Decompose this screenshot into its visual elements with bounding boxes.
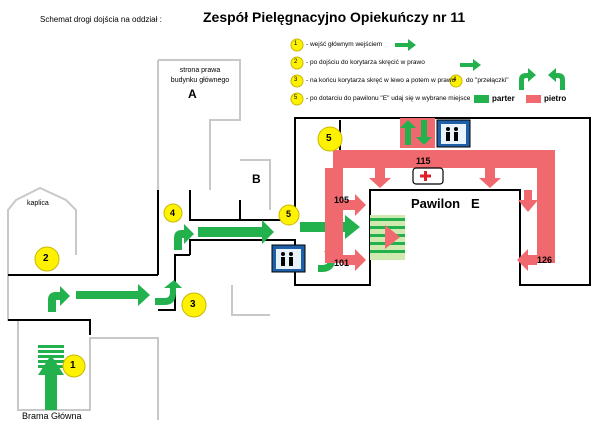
entrance-wall-right [60, 319, 91, 335]
legend-number-4: 4 [453, 77, 457, 83]
legend-arrow-straight-icon [395, 39, 416, 51]
marker-1 [62, 354, 86, 378]
room-105: 105 [334, 195, 350, 205]
arrow-right-101 [343, 249, 366, 271]
nurse-station-icon [412, 167, 444, 185]
legend-marker-5 [290, 92, 304, 106]
legend-number-5: 5 [294, 95, 298, 101]
stairs-area [370, 215, 405, 260]
pietro-route [325, 118, 555, 271]
pavilion-label: Pawilon E [411, 196, 480, 211]
main-building-outline [7, 255, 159, 420]
turn-right-arrow-2 [174, 224, 194, 250]
building-a-note: strona prawa budynku głównego [170, 67, 230, 84]
marker-2 [34, 246, 60, 272]
arrow-right-105 [343, 194, 366, 216]
legend-text-1: - wejść głównym wejściem [306, 41, 383, 48]
legend-marker-4 [449, 74, 463, 88]
legend-text-2: - po dojściu do korytarza skręcić w praw… [306, 59, 425, 66]
room-115: 115 [416, 156, 431, 166]
stairs-arrow [385, 225, 400, 249]
stairs-up-arrow [400, 120, 416, 145]
building-b-label: B [252, 172, 261, 186]
legend-arrow-right2-icon [548, 68, 565, 90]
marker-3-label: 3 [190, 299, 196, 310]
entrance-label: Brama Główna [22, 411, 82, 421]
chapel-outline [7, 186, 77, 255]
room-126: 126 [537, 255, 553, 265]
stairs-down-arrow [416, 120, 432, 145]
legend-graphics [395, 39, 565, 103]
legend-text-5: - po dotarciu do pawilonu "E" udaj się w… [306, 95, 471, 102]
elevator-icon [436, 119, 471, 148]
elevator-icon [271, 244, 306, 273]
legend-markers [290, 38, 463, 106]
arrow-left-126 [517, 249, 537, 271]
legend-marker-1 [290, 38, 304, 52]
marker-1-label: 1 [70, 360, 76, 371]
marker-3 [181, 292, 207, 318]
left-branch [325, 168, 343, 263]
stair-stripe [370, 218, 405, 221]
turn-left-arrow [155, 280, 182, 305]
pietro-swatch [526, 95, 541, 103]
building-b-outline [240, 159, 271, 210]
marker-5b [317, 126, 343, 152]
legend-marker-2 [290, 56, 304, 70]
arrow-down-2 [479, 168, 501, 188]
room-101: 101 [334, 258, 350, 268]
marker-5a [278, 204, 300, 226]
arrow-down-3 [518, 190, 538, 212]
right-branch [537, 168, 555, 263]
map-markers [34, 126, 343, 378]
legend-pietro-label: pietro [544, 94, 567, 103]
marker-2-label: 2 [43, 253, 49, 264]
arrow-down-1 [369, 168, 391, 188]
building-a-label: A [188, 87, 197, 101]
upper-corridor [333, 150, 555, 168]
chapel-label: kaplica [27, 200, 49, 207]
legend-text-3: - na końcu korytarza skręć w lewo a pote… [306, 77, 456, 84]
connector-arrow [198, 220, 274, 244]
marker-5b-label: 5 [326, 133, 332, 144]
page-subtitle: Schemat drogi dojścia na oddział : [40, 15, 162, 24]
entrance-arrow [38, 355, 64, 410]
legend-marker-3 [290, 74, 304, 88]
legend-number-2: 2 [294, 59, 298, 65]
legend-number-3: 3 [294, 77, 298, 83]
marker-4 [163, 203, 183, 223]
stair-stripe [370, 250, 405, 253]
building-a-outline [158, 59, 241, 190]
marker-4-label: 4 [170, 208, 176, 218]
legend-arrow-right-icon [460, 59, 481, 71]
legend-parter-label: parter [492, 94, 515, 103]
lower-outline [231, 285, 270, 316]
entrance-stripe [38, 350, 64, 353]
page-title: Zespół Pielęgnacyjno Opiekuńczy nr 11 [203, 9, 466, 25]
legend-arrow-left-icon [519, 68, 536, 90]
corridor-arrow [76, 284, 150, 306]
entrance-stripe [38, 345, 64, 348]
marker-5a-label: 5 [286, 209, 292, 219]
turn-right-arrow [48, 286, 70, 312]
parter-swatch [474, 95, 489, 103]
legend-number-1: 1 [294, 41, 298, 47]
legend-text-4: do "przełączki" [466, 77, 509, 84]
